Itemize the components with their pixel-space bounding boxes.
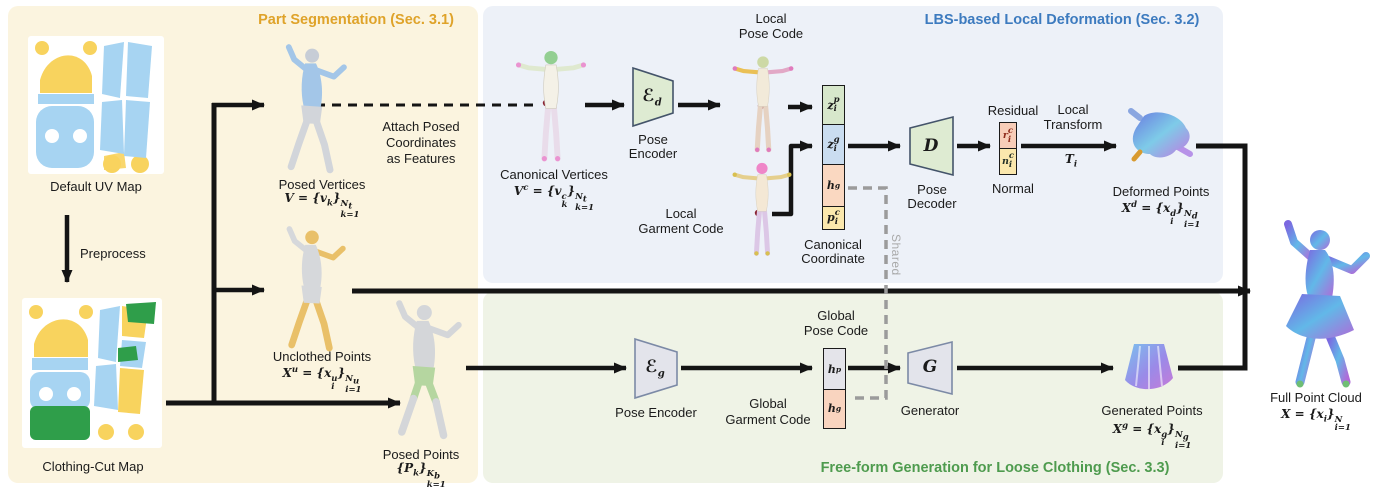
local-transform-math: Ti	[1064, 152, 1078, 170]
local-pose-code-figure	[732, 56, 794, 153]
global-garment-code-label1: Global	[749, 396, 787, 411]
generator-symbol: G	[922, 357, 938, 377]
default-uv-map-image	[28, 36, 164, 174]
local-transform-label2: Transform	[1043, 117, 1103, 132]
global-pose-code-label2: Pose Code	[803, 323, 869, 338]
posed-vertices-label: Posed Vertices	[278, 177, 366, 192]
unclothed-points-figure	[286, 226, 346, 352]
normal-label: Normal	[992, 181, 1034, 196]
freeform-title: Free-form Generation for Loose Clothing …	[820, 460, 1170, 476]
pose-decoder-symbol: D	[923, 136, 939, 156]
local-garment-code-label2: Garment Code	[638, 221, 724, 236]
full-point-cloud-label: Full Point Cloud	[1270, 390, 1362, 405]
attach-note-line2: Coordinates	[385, 135, 457, 150]
local-garment-code-figure	[732, 162, 792, 256]
local-garment-code-label1: Local	[665, 206, 697, 221]
part-segmentation-title: Part Segmentation (Sec. 3.1)	[258, 12, 454, 28]
pose-encoder-d-label2: Encoder	[628, 146, 678, 161]
posed-vertices-figure	[285, 44, 347, 174]
default-uv-map-label: Default UV Map	[50, 179, 142, 194]
generated-points-figure	[1125, 344, 1173, 390]
full-point-cloud-figure	[1284, 220, 1370, 388]
posed-points-figure	[396, 300, 462, 440]
clothing-cut-map-label: Clothing-Cut Map	[42, 459, 144, 474]
local-pose-code-label1: Local	[755, 11, 787, 26]
residual-label: Residual	[987, 103, 1039, 118]
global-pose-code-label1: Global	[817, 308, 855, 323]
attach-note-line3: as Features	[386, 151, 456, 166]
pose-encoder-g-label: Pose Encoder	[615, 405, 697, 420]
pose-encoder-d-symbol: ℰd	[642, 86, 662, 109]
global-garment-code-label2: Garment Code	[725, 412, 811, 427]
preprocess-label: Preprocess	[80, 246, 146, 261]
unclothed-points-label: Unclothed Points	[272, 349, 372, 364]
canonical-vertices-label: Canonical Vertices	[500, 167, 608, 182]
attach-note-line1: Attach Posed	[382, 119, 460, 134]
generated-points-label: Generated Points	[1101, 403, 1203, 418]
pose-encoder-g-symbol: ℰg	[645, 357, 665, 380]
pose-decoder-label1: Pose	[917, 182, 947, 197]
pose-encoder-d-label1: Pose	[638, 132, 668, 147]
posed-points-label: Posed Points	[382, 447, 460, 462]
pose-decoder-label2: Decoder	[907, 196, 957, 211]
lbs-title: LBS-based Local Deformation (Sec. 3.2)	[924, 12, 1200, 28]
canonical-coordinate-label2: Coordinate	[801, 251, 865, 266]
generator-label: Generator	[900, 403, 960, 418]
local-transform-label1: Local	[1057, 102, 1089, 117]
shared-label: Shared	[889, 234, 903, 276]
local-pose-code-label2: Pose Code	[738, 26, 804, 41]
clothing-cut-map-image	[22, 298, 162, 448]
deformed-points-label: Deformed Points	[1112, 184, 1210, 199]
canonical-vertices-figure	[515, 50, 587, 162]
deformed-points-figure	[1128, 108, 1193, 162]
canonical-coordinate-label1: Canonical	[804, 237, 862, 252]
